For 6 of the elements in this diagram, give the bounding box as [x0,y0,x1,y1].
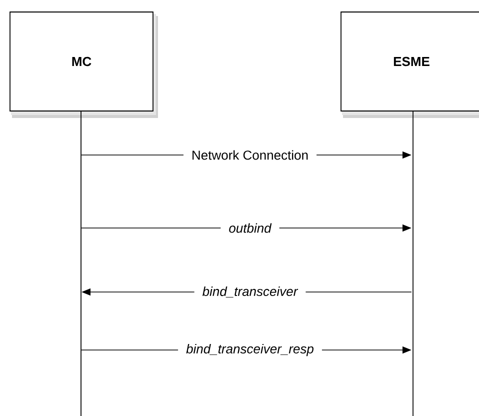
participant-box: MC [10,12,158,118]
message-label: bind_transceiver_resp [178,342,322,358]
message-label: bind_transceiver [194,286,306,298]
participant-box: ESME [340,12,479,118]
message-label: Network Connection [183,149,317,161]
message-label: outbind [220,222,280,234]
